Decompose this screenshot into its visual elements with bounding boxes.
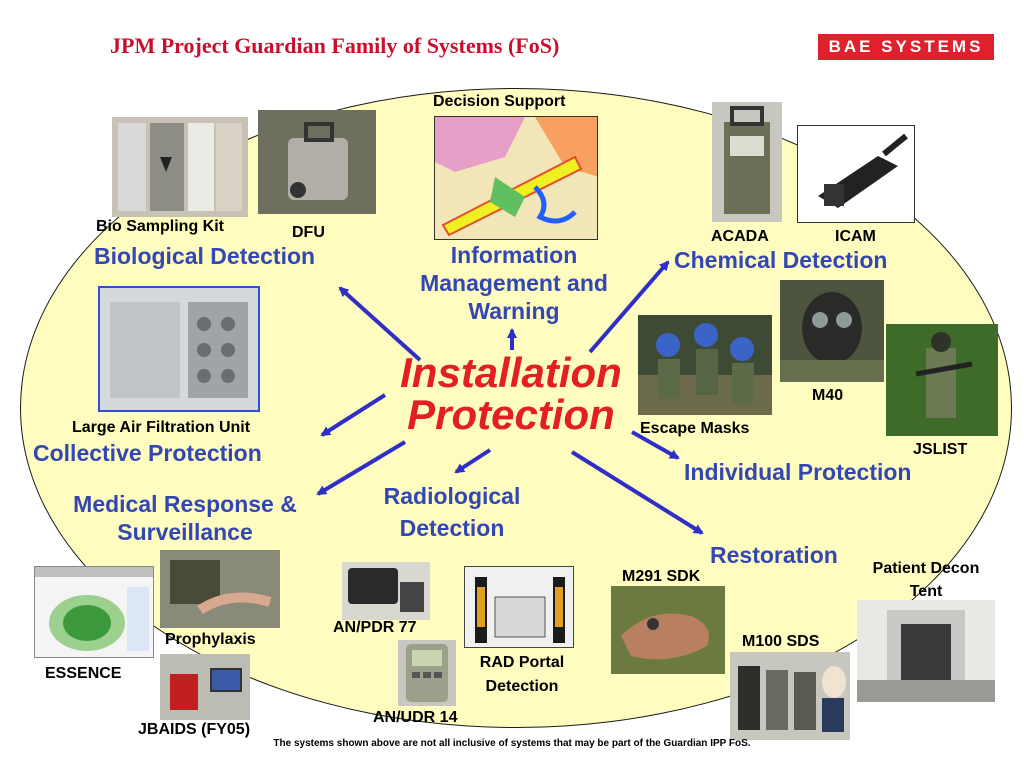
m100-caption: M100 SDS bbox=[742, 633, 820, 650]
prophylaxis-caption: Prophylaxis bbox=[165, 631, 256, 648]
patient-decon-tent-caption: Patient Decon Tent bbox=[872, 560, 980, 600]
escape-masks-caption: Escape Masks bbox=[640, 420, 750, 437]
rad-portal-photo bbox=[464, 566, 574, 648]
prophylaxis-photo bbox=[160, 550, 280, 628]
bio-sampling-kit-caption: Bio Sampling Kit bbox=[96, 218, 224, 235]
bio-sampling-kit-photo bbox=[112, 117, 248, 217]
acada-photo bbox=[712, 102, 782, 222]
air-filtration-caption: Large Air Filtration Unit bbox=[72, 419, 251, 436]
center-line-2: Protection bbox=[407, 391, 615, 438]
biological-detection-label: Biological Detection bbox=[94, 243, 316, 269]
collective-protection-label: Collective Protection bbox=[33, 440, 262, 466]
essence-screenshot bbox=[34, 566, 154, 658]
escape-masks-photo bbox=[638, 315, 772, 415]
footer-note: The systems shown above are not all incl… bbox=[273, 738, 751, 749]
arrow-to-medical bbox=[316, 440, 407, 496]
air-filtration-photo bbox=[98, 286, 260, 412]
bae-logo: BAE SYSTEMS bbox=[818, 34, 994, 60]
essence-caption: ESSENCE bbox=[45, 665, 122, 682]
an-udr-14-caption: AN/UDR 14 bbox=[373, 709, 458, 726]
icam-caption: ICAM bbox=[835, 228, 876, 245]
icam-photo bbox=[797, 125, 915, 223]
medical-response-label: Medical Response & Surveillance bbox=[73, 491, 297, 545]
arrow-to-individual bbox=[631, 430, 680, 460]
an-udr-14-photo bbox=[398, 640, 456, 706]
information-management-label: Information Management and Warning bbox=[420, 242, 608, 324]
arrow-to-restoration bbox=[570, 450, 704, 535]
arrow-to-collective bbox=[320, 393, 387, 437]
rad-portal-caption: RAD Portal Detection bbox=[479, 654, 565, 695]
decision-support-caption: Decision Support bbox=[433, 93, 566, 110]
jslist-photo bbox=[886, 324, 998, 436]
chemical-detection-label: Chemical Detection bbox=[674, 247, 888, 273]
m291-caption: M291 SDK bbox=[622, 568, 701, 585]
m40-caption: M40 bbox=[812, 387, 844, 404]
decision-support-map bbox=[434, 116, 598, 240]
restoration-label: Restoration bbox=[710, 542, 838, 568]
slide-title: JPM Project Guardian Family of Systems (… bbox=[110, 33, 560, 58]
m40-photo bbox=[780, 280, 884, 382]
dfu-caption: DFU bbox=[292, 224, 325, 241]
jbaids-photo bbox=[160, 654, 250, 720]
acada-caption: ACADA bbox=[711, 228, 769, 245]
arrow-to-chemical bbox=[588, 260, 670, 354]
radiological-detection-label: Radiological Detection bbox=[383, 483, 521, 541]
individual-protection-label: Individual Protection bbox=[684, 459, 912, 485]
an-pdr-77-caption: AN/PDR 77 bbox=[333, 619, 417, 636]
arrow-to-biological bbox=[338, 286, 422, 362]
jslist-caption: JSLIST bbox=[913, 441, 968, 458]
m100-sds-photo bbox=[730, 652, 850, 740]
jbaids-caption: JBAIDS (FY05) bbox=[138, 721, 251, 738]
dfu-photo bbox=[258, 110, 376, 214]
installation-protection-label: Installation Protection bbox=[380, 352, 642, 436]
an-pdr-77-photo bbox=[342, 562, 430, 620]
center-line-1: Installation bbox=[400, 349, 622, 396]
m291-photo bbox=[611, 586, 725, 674]
decon-tent-photo bbox=[857, 600, 995, 702]
arrow-to-radiological bbox=[454, 448, 492, 474]
